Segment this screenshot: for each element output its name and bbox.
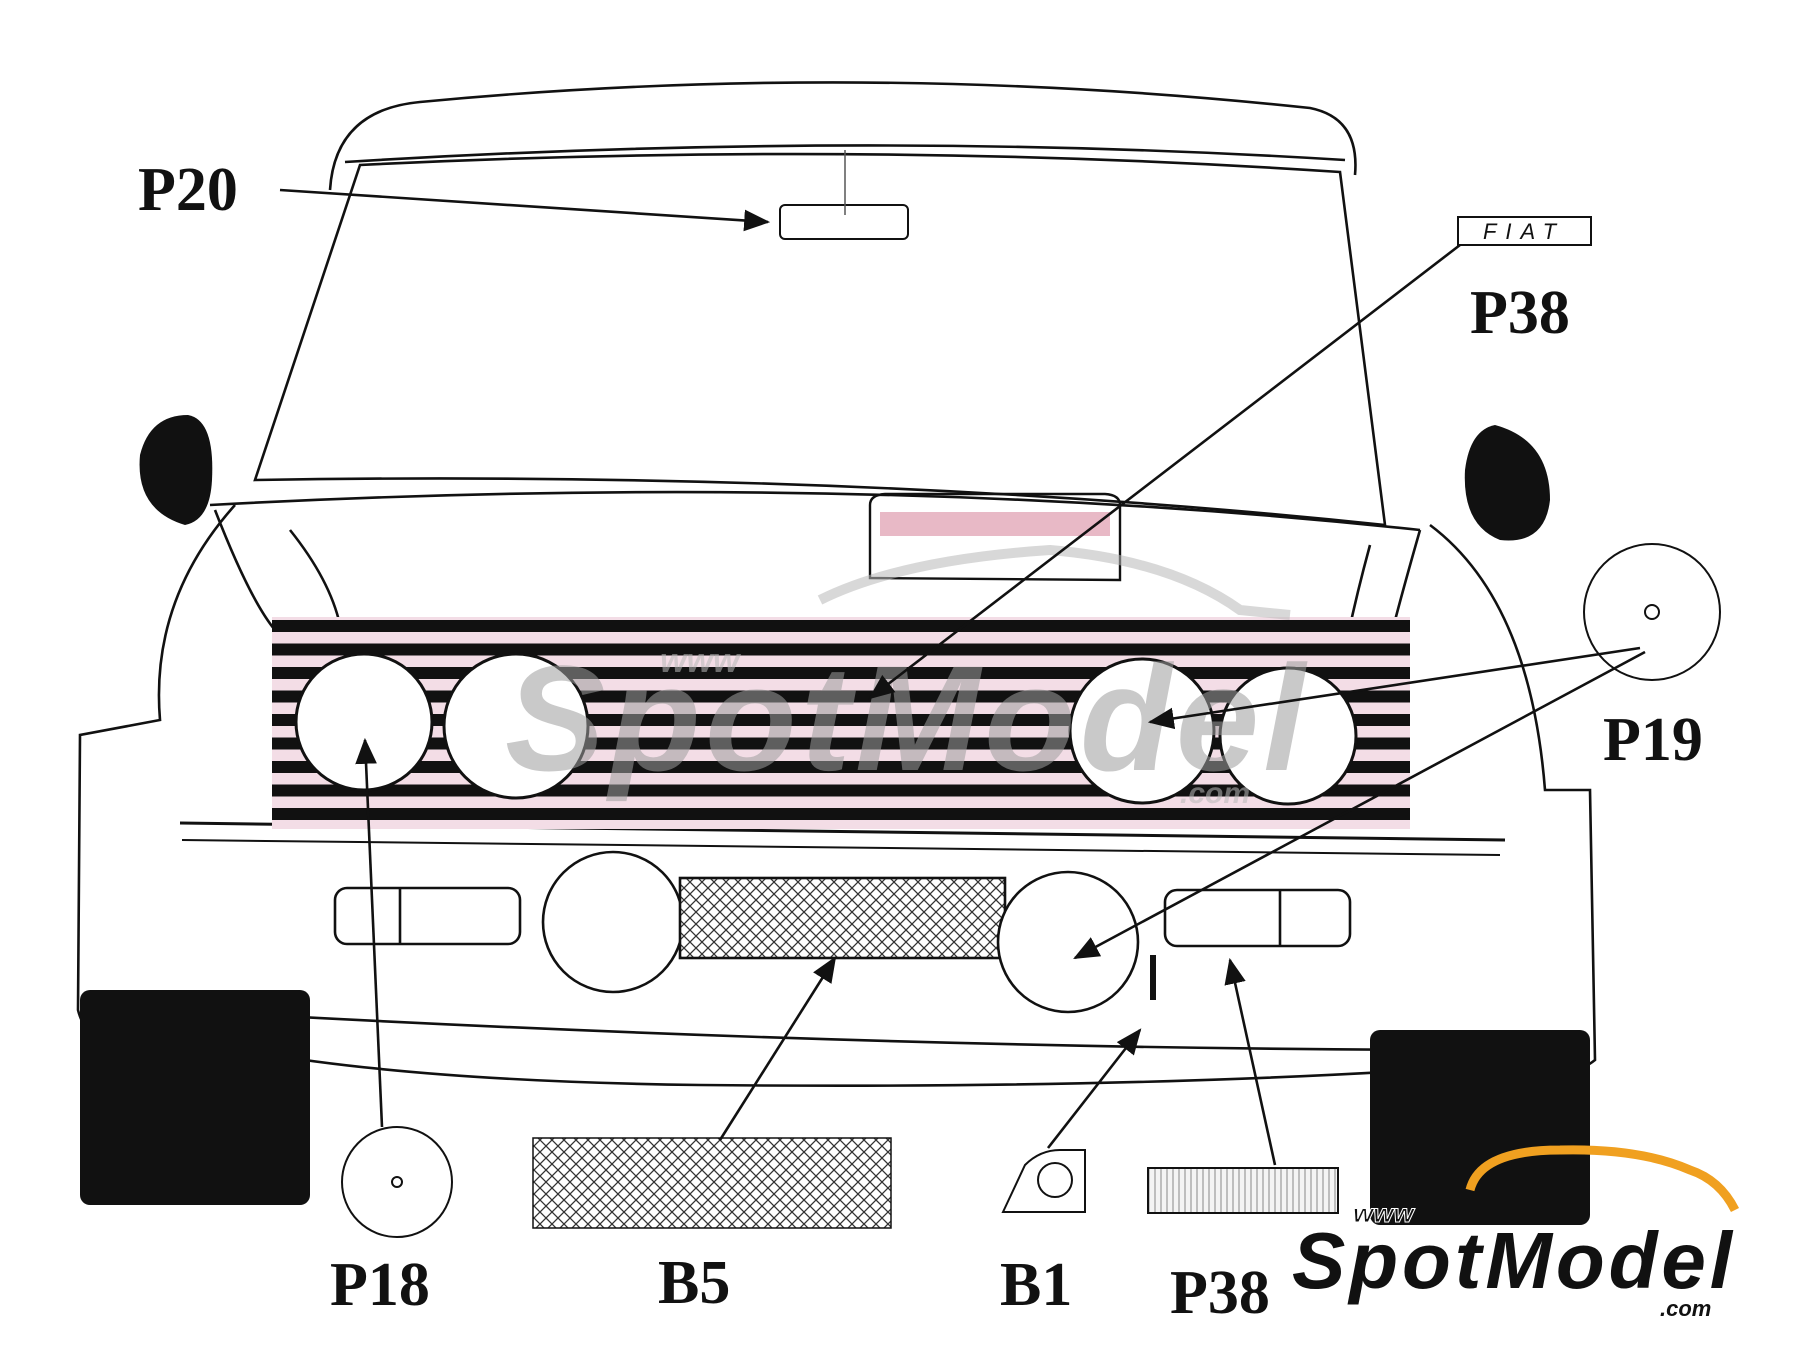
- grille-stripe: [272, 620, 1410, 632]
- logo-swoosh: [1465, 1145, 1740, 1213]
- arrow-p18: [355, 737, 384, 1128]
- headlight-3: [1068, 657, 1216, 805]
- lower-grille-mesh: [678, 876, 1007, 960]
- hood-crease-left: [288, 529, 342, 626]
- hood-scoop-stripe: [880, 512, 1110, 536]
- arrow-p19-b: [1073, 650, 1646, 960]
- fiat-badge-text: FIAT: [1483, 219, 1565, 244]
- grille-stripe: [272, 643, 1410, 656]
- a-pillar-left: [213, 509, 276, 631]
- svg-text:www: www: [660, 642, 742, 680]
- lower-front: [333, 850, 1352, 1014]
- spotlight-left: [541, 850, 685, 994]
- arrow-b1: [1046, 1028, 1142, 1149]
- arrows: [279, 188, 1646, 1166]
- hood-line: [209, 490, 1421, 532]
- label-b5: B5: [658, 1249, 730, 1317]
- arrow-b5: [718, 956, 837, 1141]
- tow-hook-slot: [1150, 955, 1156, 1000]
- grille-stripe: [272, 808, 1410, 820]
- svg-text:.com: .com: [1180, 777, 1250, 810]
- arrow-p38-top: [868, 243, 1461, 700]
- bottom-curve: [119, 1018, 1561, 1088]
- mudflap-right: [1370, 1030, 1590, 1225]
- mudflap-left: [80, 990, 310, 1205]
- indicator-left: [333, 886, 522, 946]
- lower-valance: [171, 1008, 1501, 1052]
- decal-samples: [341, 543, 1721, 1238]
- arrow-p38-bottom: [1224, 957, 1277, 1166]
- label-p19: P19: [1603, 706, 1703, 774]
- spotlight-right: [996, 870, 1140, 1014]
- label-p38-top: P38: [1470, 279, 1570, 347]
- arrow-p19-a: [1147, 646, 1641, 730]
- svg-text:www: www: [1353, 1198, 1415, 1228]
- svg-text:.com: .com: [1660, 1296, 1711, 1321]
- fiat-badge: FIAT: [1457, 216, 1592, 246]
- p20-sticker: [779, 204, 909, 240]
- svg-text:SpotModel: SpotModel: [1292, 1216, 1734, 1305]
- mirror-right: [1464, 425, 1550, 541]
- p38-sample: [1147, 1167, 1339, 1214]
- watermark-center: www SpotModel .com: [505, 544, 1308, 810]
- headlight-4: [1218, 666, 1358, 806]
- hood-scoop: [868, 492, 1122, 582]
- arrow-p20: [279, 188, 771, 232]
- grille: [272, 617, 1410, 829]
- mirror-left: [139, 415, 213, 525]
- label-b1: B1: [1000, 1251, 1072, 1319]
- bumper-lower: [181, 839, 1501, 856]
- label-p18: P18: [330, 1251, 430, 1319]
- indicator-right: [1163, 888, 1352, 948]
- b5-sample: [532, 1137, 892, 1229]
- roof-inner-line: [344, 144, 1346, 164]
- labels: P20 P38 P19 P18 B5 B1 P38: [138, 156, 1703, 1327]
- label-p20: P20: [138, 156, 238, 224]
- windshield: [253, 152, 1387, 527]
- body-right-side: [1429, 523, 1597, 1102]
- roof-line: [328, 81, 1357, 191]
- headlight-2: [442, 652, 590, 800]
- label-p38-bottom: P38: [1170, 1259, 1270, 1327]
- headlight-1: [294, 652, 434, 792]
